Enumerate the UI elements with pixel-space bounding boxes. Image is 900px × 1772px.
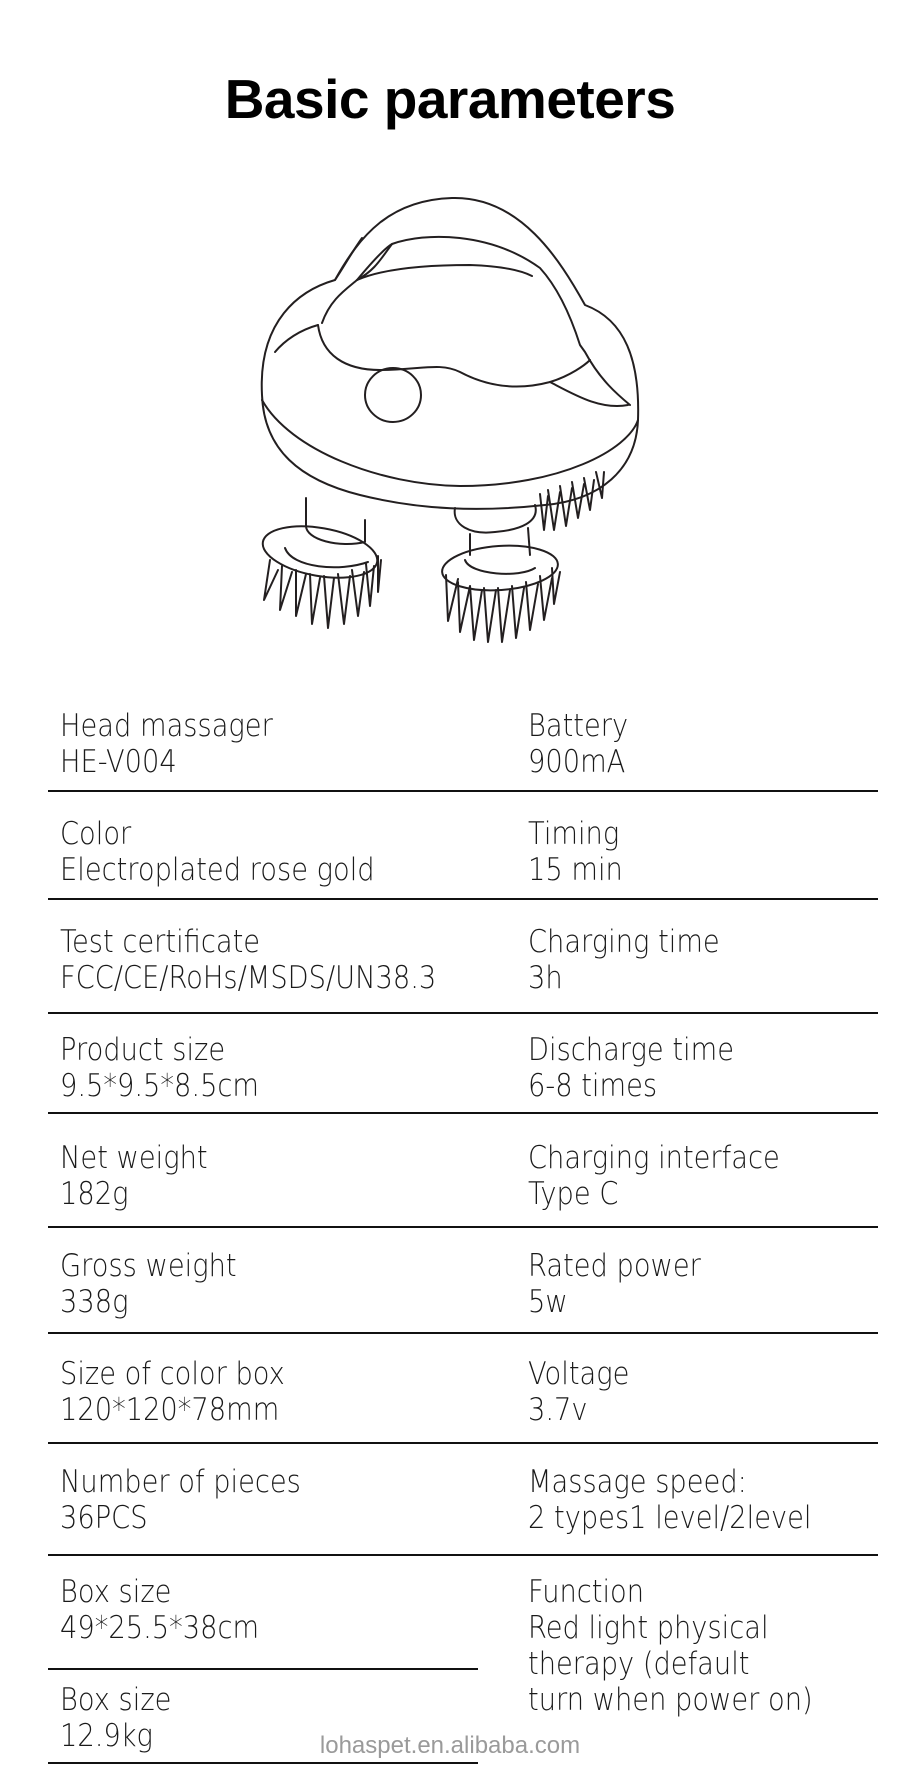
spec-label: Number of pieces [60, 1464, 301, 1500]
spec-certificate: Test certificate FCC/CE/RoHs/MSDS/UN38.3 [60, 924, 488, 996]
spec-label: Size of color box [60, 1356, 285, 1392]
spec-product-size: Product size 9.5*9.5*8.5cm [60, 1032, 286, 1104]
spec-label: Product size [60, 1032, 226, 1068]
spec-box-size: Box size 49*25.5*38cm [60, 1574, 286, 1646]
spec-value: 6-8 times [528, 1068, 658, 1104]
spec-massage-speed: Massage speed: 2 types1 level/2level [528, 1464, 850, 1536]
spec-value: 9.5*9.5*8.5cm [60, 1068, 260, 1104]
row-divider [48, 1442, 878, 1444]
row-divider [48, 1226, 878, 1228]
spec-label: Box size [60, 1682, 172, 1718]
spec-label: Net weight [60, 1140, 208, 1176]
page-title: Basic parameters [224, 68, 676, 130]
spec-battery: Battery 900mA [528, 708, 642, 780]
spec-label: Function [528, 1574, 645, 1610]
spec-label: Discharge time [528, 1032, 735, 1068]
spec-label: Voltage [528, 1356, 630, 1392]
spec-net-weight: Net weight 182g [60, 1140, 228, 1212]
body-outline [260, 196, 640, 510]
spec-label: Box size [60, 1574, 172, 1610]
spec-label: Charging interface [528, 1140, 780, 1176]
spec-timing: Timing 15 min [528, 816, 636, 888]
spec-label: Color [60, 816, 132, 852]
spec-value: 12.9kg [60, 1718, 153, 1754]
row-divider [48, 898, 878, 900]
spec-value: Electroplated rose gold [60, 852, 375, 888]
spec-label: Timing [528, 816, 620, 852]
spec-discharge-time: Discharge time 6-8 times [528, 1032, 762, 1104]
spec-label: Massage speed: [528, 1464, 747, 1500]
spec-value: FCC/CE/RoHs/MSDS/UN38.3 [60, 960, 437, 996]
spec-value: 120*120*78mm [60, 1392, 280, 1428]
spec-value: 2 types1 level/2level [528, 1500, 812, 1536]
spec-color-box-size: Size of color box 120*120*78mm [60, 1356, 315, 1428]
spec-label: Test certificate [60, 924, 261, 960]
spec-label: Battery [528, 708, 629, 744]
spec-number-of-pieces: Number of pieces 36PCS [60, 1464, 334, 1536]
row-divider [48, 1332, 878, 1334]
head-massager-illustration [260, 196, 640, 643]
row-divider [48, 1112, 878, 1114]
spec-gross-weight: Gross weight 338g [60, 1248, 261, 1320]
row-divider [48, 790, 878, 792]
front-brush [441, 504, 561, 643]
spec-charging-interface: Charging interface Type C [528, 1140, 814, 1212]
spec-value: 5w [528, 1284, 568, 1320]
spec-value-line: turn when power on) [528, 1682, 813, 1718]
power-button [364, 367, 422, 423]
spec-value-line: Red light physical [528, 1610, 769, 1646]
left-brush [261, 497, 382, 629]
spec-value: Type C [528, 1176, 619, 1212]
spec-label: Rated power [528, 1248, 701, 1284]
spec-value-line: therapy (default [528, 1646, 750, 1682]
row-divider [48, 1554, 878, 1556]
spec-model: Head massager HE-V004 [60, 708, 302, 780]
back-brush [539, 471, 605, 531]
spec-color: Color Electroplated rose gold [60, 816, 418, 888]
spec-value: 182g [60, 1176, 129, 1212]
spec-value: 3h [528, 960, 563, 996]
spec-value: 36PCS [60, 1500, 148, 1536]
row-divider-left [48, 1668, 478, 1670]
row-divider-left [48, 1762, 478, 1764]
spec-rated-power: Rated power 5w [528, 1248, 724, 1320]
row-divider [48, 1012, 878, 1014]
spec-function: Function Red light physical therapy (def… [528, 1574, 851, 1718]
spec-value: 15 min [528, 852, 623, 888]
spec-charging-time: Charging time 3h [528, 924, 746, 996]
spec-value: 338g [60, 1284, 129, 1320]
watermark: lohaspet.en.alibaba.com [319, 1732, 581, 1759]
spec-label: Charging time [528, 924, 720, 960]
spec-value: HE-V004 [60, 744, 177, 780]
spec-voltage: Voltage 3.7v [528, 1356, 643, 1428]
spec-value: 3.7v [528, 1392, 588, 1428]
spec-value: 900mA [528, 744, 626, 780]
spec-label: Head massager [60, 708, 273, 744]
spec-label: Gross weight [60, 1248, 237, 1284]
spec-box-weight: Box size 12.9kg [60, 1682, 187, 1754]
spec-value: 49*25.5*38cm [60, 1610, 260, 1646]
